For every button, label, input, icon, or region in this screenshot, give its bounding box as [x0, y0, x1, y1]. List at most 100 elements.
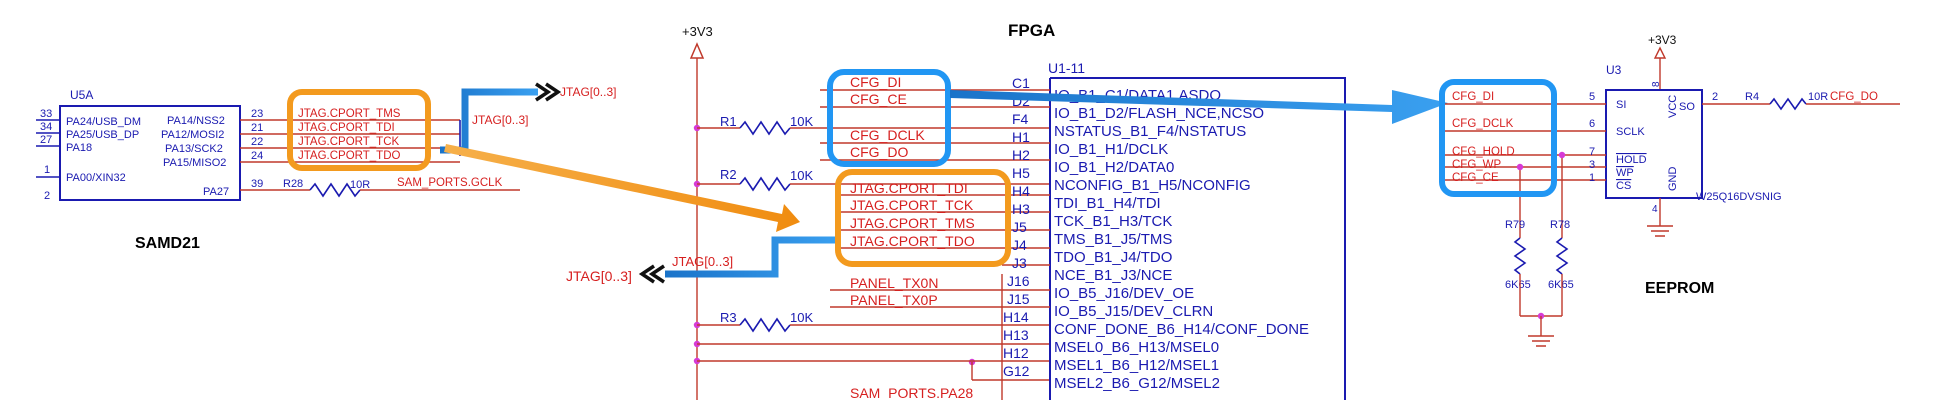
fpga-pin-name: TMS_B1_J5/TMS — [1054, 231, 1172, 248]
fpga-net: SAM_PORTS.PA28 — [850, 385, 973, 400]
u5a-component: U5A 33 34 27 1 2 PA24/USB_DM PA25/USB_DP… — [36, 82, 616, 202]
fpga-pullup-rail: +3V3 R1 10K R2 10K R3 10K — [682, 24, 1050, 400]
eeprom-net: CFG_CE — [1452, 172, 1499, 184]
r1-ref: R1 — [720, 114, 737, 129]
net-label-jtag-tdi: JTAG.CPORT_TDI — [298, 122, 395, 134]
fpga-ball: H4 — [1012, 183, 1030, 199]
u5a-right-pins: PA14/NSS2 PA12/MOSI2 PA13/SCK2 PA15/MISO… — [161, 108, 520, 198]
fpga-ball: J5 — [1012, 219, 1027, 235]
highlight-samd21-jtag — [287, 89, 431, 171]
fpga-pin-name: IO_B5_J15/DEV_CLRN — [1054, 303, 1213, 320]
u5a-pin-num: 22 — [251, 136, 263, 148]
fpga-ball: H13 — [1003, 327, 1029, 343]
u5a-pin-name: PA24/USB_DM — [66, 116, 141, 128]
samd21-title: SAMD21 — [135, 235, 200, 252]
fpga-net: CFG_DCLK — [850, 127, 925, 143]
fpga-pin-name: MSEL2_B6_G12/MSEL2 — [1054, 375, 1220, 392]
r3-ref: R3 — [720, 310, 737, 325]
u5a-pin-name: PA25/USB_DP — [66, 129, 139, 141]
fpga-pin-name: CONF_DONE_B6_H14/CONF_DONE — [1054, 321, 1309, 338]
r2-value: 10K — [790, 168, 813, 183]
u5a-pin-num: 39 — [251, 178, 263, 190]
net-label-jtag-tdo: JTAG.CPORT_TDO — [298, 150, 400, 162]
eeprom-net: CFG_DCLK — [1452, 118, 1514, 130]
fpga-ball: J16 — [1007, 273, 1030, 289]
u3-pin-name: WP — [1616, 167, 1634, 179]
fpga-net: JTAG.CPORT_TMS — [850, 215, 975, 231]
u5a-body — [59, 105, 241, 201]
arrow-cfg-blue — [950, 90, 1448, 124]
u3-component: U3 +3V3 8 VCC GND SO CFG_DI CFG_DCLK CFG… — [1439, 33, 1900, 347]
u3-gnd-label: GND — [1667, 167, 1679, 192]
u3-so-label: SO — [1679, 101, 1695, 113]
u1-body — [1049, 77, 1346, 400]
jtag-bus-port-left: JTAG[0..3] — [566, 268, 632, 284]
highlight-eeprom-cfg — [1439, 79, 1557, 197]
u5a-pin-name: PA12/MOSI2 — [161, 129, 224, 141]
fpga-pin-name: IO_B5_J16/DEV_OE — [1054, 285, 1194, 302]
fpga-ball: C1 — [1012, 75, 1030, 91]
u5a-pin-name: PA27 — [203, 186, 229, 198]
fpga-pin-name: NCE_B1_J3/NCE — [1054, 267, 1172, 284]
r28-value: 10R — [350, 179, 370, 191]
u5a-pin-num: 2 — [44, 190, 50, 202]
fpga-title: FPGA — [1008, 21, 1055, 40]
fpga-ball: J3 — [1012, 255, 1027, 271]
u3-part-number: W25Q16DVSNIG — [1696, 191, 1782, 203]
u3-vcc-label: VCC — [1667, 95, 1679, 118]
u3-so-num: 2 — [1712, 91, 1718, 103]
u5a-pin-num: 24 — [251, 150, 263, 162]
fpga-pin-name: IO_B1_H2/DATA0 — [1054, 159, 1174, 176]
r78-value: 6K65 — [1548, 279, 1574, 291]
fpga-ball: G12 — [1003, 363, 1030, 379]
fpga-net: JTAG.CPORT_TCK — [850, 197, 974, 213]
fpga-ball: H1 — [1012, 129, 1030, 145]
highlight-fpga-cfg — [827, 69, 951, 167]
net-label-cfg-do-right: CFG_DO — [1830, 91, 1878, 103]
r3-value: 10K — [790, 310, 813, 325]
u5a-pin-num: 33 — [40, 108, 52, 120]
fpga-pin-name: TCK_B1_H3/TCK — [1054, 213, 1172, 230]
fpga-net: CFG_DI — [850, 74, 901, 90]
net-label-jtag-tms: JTAG.CPORT_TMS — [298, 108, 401, 120]
eeprom-net: CFG_HOLD — [1452, 146, 1515, 158]
u3-body — [1605, 89, 1703, 199]
r4-ref: R4 — [1745, 91, 1759, 103]
u3-ref: U3 — [1606, 63, 1622, 77]
net-label-jtag-tck: JTAG.CPORT_TCK — [298, 136, 399, 148]
u3-pin-num: 7 — [1589, 146, 1595, 158]
net-label-gclk: SAM_PORTS.GCLK — [397, 177, 503, 189]
u1-ref: U1-11 — [1048, 60, 1085, 76]
fpga-ball: J15 — [1007, 291, 1030, 307]
u3-pin-num: 1 — [1589, 172, 1595, 184]
fpga-pin-name: IO_B1_H1/DCLK — [1054, 141, 1168, 158]
u3-gnd-num: 4 — [1652, 204, 1658, 215]
fpga-ball: J4 — [1012, 237, 1027, 253]
u5a-pin-name: PA15/MISO2 — [163, 157, 226, 169]
fpga-ball: H3 — [1012, 201, 1030, 217]
u5a-pin-num: 21 — [251, 122, 263, 134]
u5a-pin-name: PA18 — [66, 142, 92, 154]
u3-pin-name: CS — [1616, 180, 1631, 192]
fpga-net: PANEL_TX0N — [850, 275, 938, 291]
fpga-ball: H14 — [1003, 309, 1029, 325]
u3-pin-name: SCLK — [1616, 126, 1645, 138]
fpga-net: JTAG.CPORT_TDO — [850, 233, 975, 249]
u3-left-pins: CFG_DI CFG_DCLK CFG_HOLD CFG_WP CFG_CE 5… — [1440, 91, 1647, 192]
u3-pin-name: SI — [1616, 99, 1626, 111]
fpga-pin-name: TDO_B1_J4/TDO — [1054, 249, 1172, 266]
u3-vcc-num: 8 — [1651, 81, 1662, 87]
fpga-ball: H2 — [1012, 147, 1030, 163]
fpga-ball: H5 — [1012, 165, 1030, 181]
u3-pin-num: 3 — [1589, 159, 1595, 171]
supply-3v3-left: +3V3 — [682, 24, 713, 39]
fpga-pin-name: TDI_B1_H4/TDI — [1054, 195, 1161, 212]
u5a-pin-num: 27 — [40, 134, 52, 146]
r78-ref: R78 — [1550, 219, 1570, 231]
u5a-pin-name: PA13/SCK2 — [165, 143, 223, 155]
u3-pin-num: 5 — [1589, 91, 1595, 103]
r28-ref: R28 — [283, 178, 303, 190]
u3-pin-name: HOLD — [1616, 154, 1647, 166]
fpga-net: JTAG.CPORT_TDI — [850, 180, 968, 196]
